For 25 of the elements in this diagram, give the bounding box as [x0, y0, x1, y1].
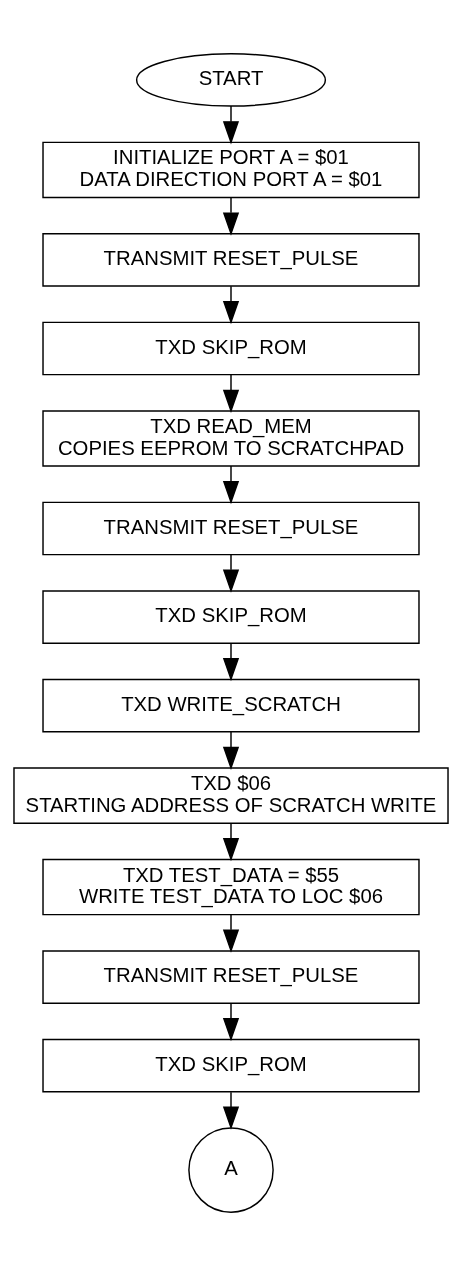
arrow: [222, 373, 240, 413]
node-box: TXD READ_MEM COPIES EEPROM TO SCRATCHPAD: [42, 410, 420, 467]
arrow: [222, 196, 240, 236]
arrow: [222, 1091, 240, 1130]
node-box: TRANSMIT RESET_PULSE: [42, 233, 420, 287]
arrow: [222, 822, 240, 862]
node-circle: A: [188, 1127, 274, 1213]
node-box: INITIALIZE PORT A = $01 DATA DIRECTION PORT A = $01: [42, 141, 420, 199]
node-ellipse: START: [135, 53, 327, 107]
arrow: [222, 465, 240, 505]
node-box: TXD TEST_DATA = $55 WRITE TEST_DATA TO LOC $06: [42, 858, 420, 916]
arrow: [222, 554, 240, 593]
node-box: TXD SKIP_ROM: [42, 590, 420, 644]
node-box: TRANSMIT RESET_PULSE: [42, 950, 420, 1004]
arrow: [222, 1002, 240, 1042]
arrow: [222, 285, 240, 325]
arrow: [222, 642, 240, 682]
node-box: TXD WRITE_SCRATCH: [42, 678, 420, 733]
arrow: [222, 105, 240, 145]
node-box: TXD SKIP_ROM: [42, 1038, 420, 1093]
arrow: [222, 913, 240, 953]
node-box: TRANSMIT RESET_PULSE: [42, 501, 420, 556]
node-box: TXD $06 STARTING ADDRESS OF SCRATCH WRITE: [13, 767, 449, 824]
arrow: [222, 731, 240, 771]
node-box: TXD SKIP_ROM: [42, 321, 420, 376]
